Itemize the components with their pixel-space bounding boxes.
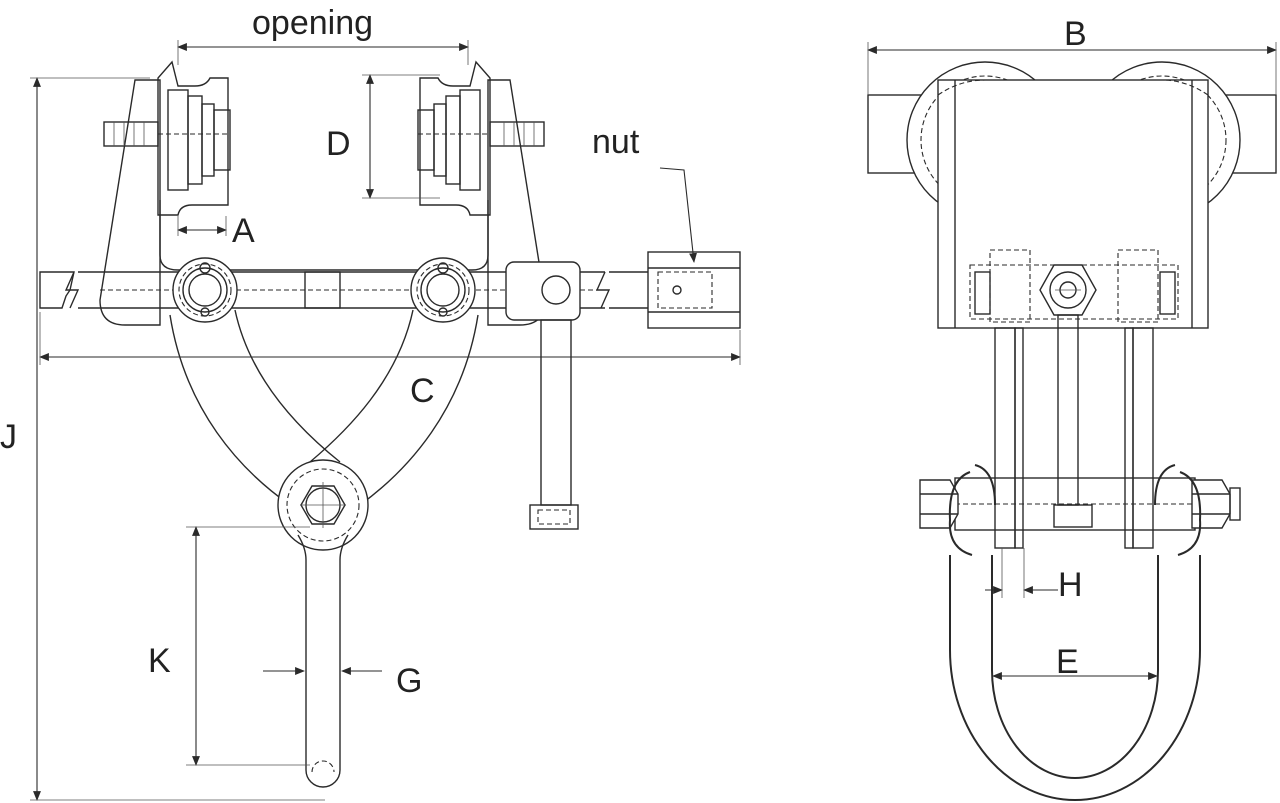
- v-arms: [169, 309, 479, 506]
- label-B: B: [1064, 15, 1087, 53]
- label-J: J: [0, 418, 17, 456]
- label-nut: nut: [592, 123, 640, 161]
- side-straps: [994, 314, 1154, 549]
- left-hinge-pin: [172, 257, 238, 323]
- label-D: D: [326, 125, 351, 163]
- yoke-plate: [159, 200, 489, 271]
- hanging-rod: [297, 534, 349, 788]
- label-K: K: [148, 642, 171, 680]
- dim-H: [985, 548, 1058, 598]
- clevis-pin: [919, 477, 1241, 531]
- dim-C: [39, 312, 741, 365]
- dim-J: [30, 77, 325, 801]
- side-view: B H E: [867, 15, 1277, 801]
- dim-B: [867, 42, 1277, 95]
- right-wheel-assembly: [417, 60, 545, 216]
- label-C: C: [410, 372, 435, 410]
- dim-opening: [177, 40, 469, 65]
- nut-leader: [659, 167, 697, 263]
- locking-screw: [505, 261, 581, 530]
- right-hinge-pin: [410, 257, 476, 323]
- shackle: [948, 464, 1202, 801]
- left-wheel-assembly: [103, 60, 231, 216]
- front-view: opening D A nut C J: [0, 4, 741, 801]
- side-plates: [99, 79, 546, 326]
- label-H: H: [1058, 566, 1083, 604]
- dim-K: [186, 526, 310, 766]
- label-G: G: [396, 662, 422, 700]
- label-E: E: [1056, 643, 1079, 681]
- label-A: A: [232, 212, 255, 250]
- shaft-end-nut: [647, 251, 741, 329]
- dim-A: [177, 216, 227, 236]
- bottom-hub: [277, 459, 369, 551]
- dim-D: [362, 74, 440, 199]
- label-opening: opening: [252, 4, 373, 42]
- side-frame: [937, 79, 1209, 329]
